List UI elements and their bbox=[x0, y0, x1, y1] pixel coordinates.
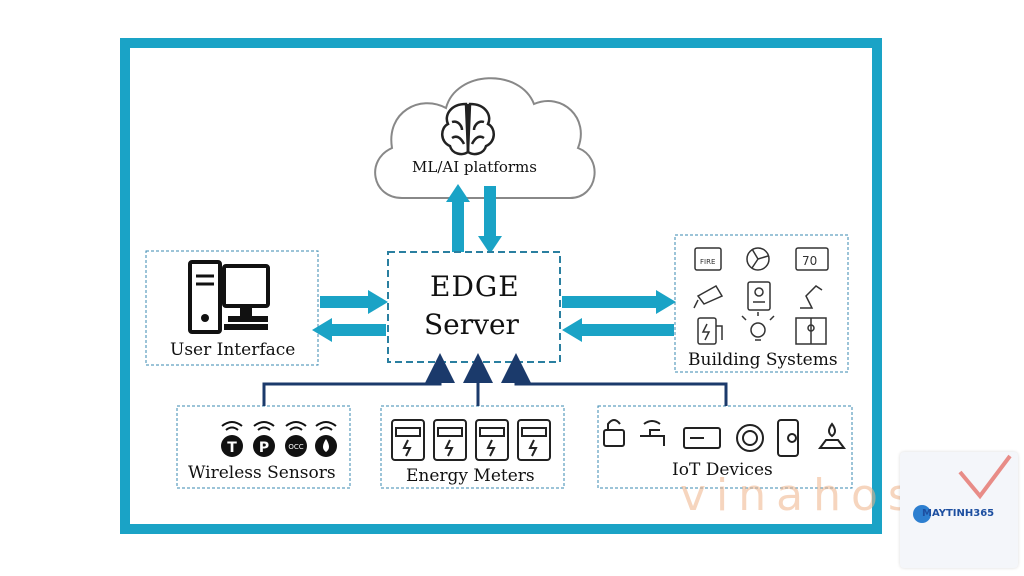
arrow-cloud-to-edge bbox=[478, 186, 502, 254]
temperature-sensor-icon bbox=[221, 435, 243, 457]
water-sensor-icon bbox=[818, 422, 846, 449]
thermostat-icon-text: 70 bbox=[802, 254, 817, 268]
iot-devices-label: IoT Devices bbox=[672, 460, 773, 480]
connector-iot-to-edge bbox=[501, 353, 728, 406]
id-badge-icon bbox=[747, 281, 771, 311]
energy-meters-label: Energy Meters bbox=[406, 466, 535, 486]
wireless-sensors-label: Wireless Sensors bbox=[188, 463, 336, 483]
meter-icon-1 bbox=[391, 419, 425, 461]
wireless-sensor-icons bbox=[221, 421, 337, 457]
fire-icon-text: FIRE bbox=[700, 258, 715, 266]
user-interface-label: User Interface bbox=[170, 340, 296, 360]
brain-icon bbox=[441, 102, 495, 156]
logo-text: MAYTINH365 bbox=[922, 508, 995, 519]
logo-graphic bbox=[913, 454, 1012, 523]
cloud-shape bbox=[374, 77, 596, 199]
arrow-edge-to-cloud bbox=[446, 184, 470, 252]
maytinh-logo: MAYTINH365 bbox=[900, 452, 1018, 568]
meter-icon-3 bbox=[475, 419, 509, 461]
fire-alarm-icon bbox=[694, 247, 722, 271]
smart-hub-icon bbox=[736, 424, 764, 452]
meter-icon-2 bbox=[433, 419, 467, 461]
building-icons bbox=[693, 247, 829, 345]
edge-label-line2: Server bbox=[424, 308, 519, 341]
arrow-building-to-edge bbox=[562, 318, 674, 342]
watermark: vinahost bbox=[680, 470, 949, 521]
computer-icon bbox=[188, 260, 270, 334]
energy-meter-icons bbox=[391, 419, 551, 461]
iot-device-icons bbox=[603, 419, 846, 457]
arrow-edge-to-ui bbox=[312, 318, 386, 342]
access-card-icon bbox=[683, 427, 721, 449]
arrow-ui-to-edge bbox=[320, 290, 388, 314]
occupancy-sensor-icon bbox=[285, 435, 307, 457]
meter-icon-4 bbox=[517, 419, 551, 461]
thermostat-icon bbox=[795, 247, 829, 271]
pressure-sensor-icon bbox=[253, 435, 275, 457]
robot-arm-icon bbox=[800, 285, 823, 309]
sensor-badge-occ: OCC bbox=[288, 443, 303, 451]
edge-server-box bbox=[387, 251, 561, 363]
smart-lock-icon bbox=[603, 419, 625, 447]
sensor-badge-p: P bbox=[259, 440, 269, 456]
smartphone-icon bbox=[777, 419, 799, 457]
edge-label-line1: EDGE bbox=[430, 270, 520, 303]
arrow-edge-to-building bbox=[562, 290, 676, 314]
fan-icon bbox=[746, 247, 770, 271]
iot-devices-box bbox=[597, 405, 853, 489]
building-systems-label: Building Systems bbox=[688, 350, 838, 370]
connector-sensors-to-edge bbox=[262, 353, 455, 406]
bulb-icon bbox=[750, 322, 766, 338]
cloud-label: ML/AI platforms bbox=[412, 158, 537, 176]
smart-faucet-icon bbox=[640, 420, 665, 446]
wifi-icon bbox=[221, 421, 337, 431]
sensor-badge-t: T bbox=[227, 440, 237, 456]
ev-charger-icon bbox=[697, 317, 717, 345]
camera-icon bbox=[696, 284, 724, 305]
